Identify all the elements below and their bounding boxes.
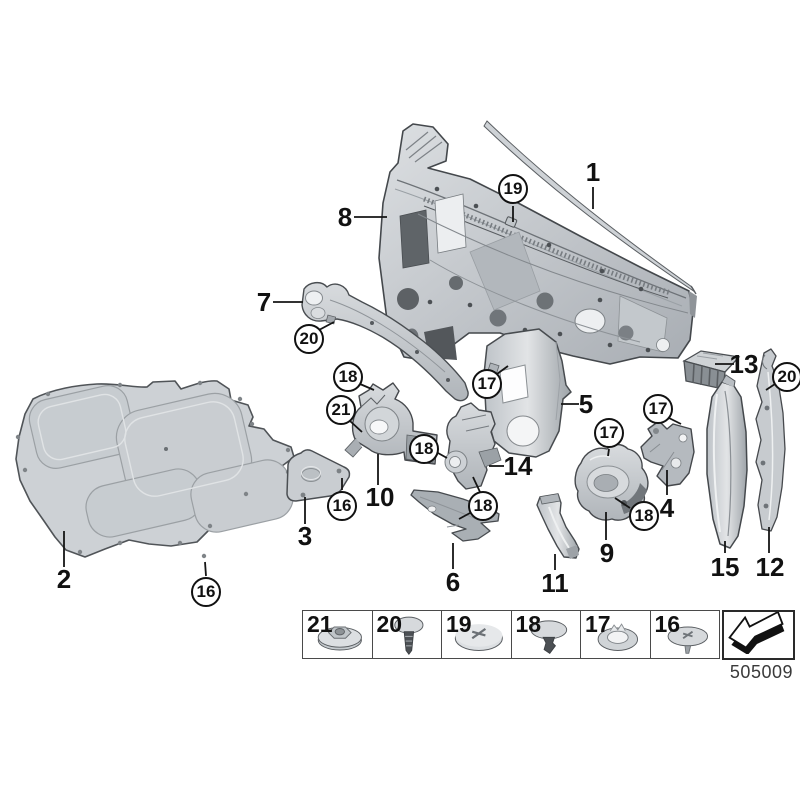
legend-cell-20[interactable]: 20 <box>373 611 442 658</box>
part-4-bracket-pad-drawing <box>640 420 695 487</box>
part-1-seal-strip-drawing <box>483 120 697 295</box>
legend-cell-19[interactable]: 19 <box>442 611 512 658</box>
part-2-hood-insulation-drawing <box>15 380 295 559</box>
fastener-callout-18-d[interactable]: 18 <box>629 501 659 531</box>
part-7-side-strip-drawing <box>301 282 469 402</box>
legend-number: 18 <box>515 611 542 637</box>
legend-cell-18[interactable]: 18 <box>512 611 581 658</box>
fastener-callout-17-c[interactable]: 17 <box>643 394 673 424</box>
legend-number: 21 <box>307 611 333 637</box>
part-12-side-strip-drawing <box>755 348 786 532</box>
part-label-7[interactable]: 7 <box>256 287 272 317</box>
legend-number: 17 <box>585 611 611 637</box>
part-label-14[interactable]: 14 <box>503 451 533 481</box>
fastener-callout-16-a[interactable]: 16 <box>327 491 357 521</box>
phillips-dome-washer-icon <box>454 624 503 651</box>
legend-number: 16 <box>654 611 681 637</box>
part-15-pillar-insulation-drawing <box>706 374 748 549</box>
legend-cell-21[interactable]: 21 <box>303 611 373 658</box>
part-label-13[interactable]: 13 <box>729 349 759 379</box>
part-label-11[interactable]: 11 <box>541 568 569 598</box>
fastener-callout-21[interactable]: 21 <box>326 395 356 425</box>
part-label-1[interactable]: 1 <box>585 157 601 187</box>
fastener-callout-18-b[interactable]: 18 <box>409 434 439 464</box>
part-label-12[interactable]: 12 <box>755 552 785 582</box>
fastener-callout-18-c[interactable]: 18 <box>468 491 498 521</box>
part-label-9[interactable]: 9 <box>599 538 615 568</box>
fastener-legend: 21 20 19 18 <box>302 610 720 659</box>
legend-cell-17[interactable]: 17 <box>581 611 651 658</box>
fastener-callout-16-b[interactable]: 16 <box>191 577 221 607</box>
continue-arrow-button[interactable] <box>722 610 795 660</box>
part-label-5[interactable]: 5 <box>578 389 594 419</box>
part-5-panel-drawing <box>483 328 572 458</box>
fastener-callout-20-a[interactable]: 20 <box>294 324 324 354</box>
fastener-callout-17-b[interactable]: 17 <box>594 418 624 448</box>
fastener-callout-19[interactable]: 19 <box>498 174 528 204</box>
page-direction-arrow-icon <box>728 610 785 655</box>
legend-number: 19 <box>446 611 472 637</box>
part-8-firewall-drawing <box>378 123 697 365</box>
part-3-triangular-pad-drawing <box>286 449 351 502</box>
hex-nut-washer-icon <box>317 626 362 651</box>
part-label-3[interactable]: 3 <box>297 521 313 551</box>
fastener-callout-18-a[interactable]: 18 <box>333 362 363 392</box>
dome-pin-clip-icon <box>667 626 708 654</box>
part-label-2[interactable]: 2 <box>56 564 72 594</box>
legend-number: 20 <box>376 611 403 637</box>
part-label-10[interactable]: 10 <box>365 482 395 512</box>
leader-lines <box>63 187 776 577</box>
diagram-code: 505009 <box>729 662 793 682</box>
part-11-channel-strip-drawing <box>536 493 580 559</box>
fastener-callout-17-a[interactable]: 17 <box>472 369 502 399</box>
part-label-6[interactable]: 6 <box>445 567 461 597</box>
fastener-callout-20-b[interactable]: 20 <box>772 362 800 392</box>
dome-head-screw-icon <box>393 616 423 656</box>
spring-ring-clip-icon <box>597 623 639 651</box>
expansion-rivet-icon <box>529 620 567 654</box>
part-14-insulation-drawing <box>444 402 502 490</box>
part-label-15[interactable]: 15 <box>710 552 740 582</box>
legend-cell-16[interactable]: 16 <box>651 611 720 658</box>
part-label-8[interactable]: 8 <box>337 202 353 232</box>
part-label-4[interactable]: 4 <box>659 493 675 523</box>
